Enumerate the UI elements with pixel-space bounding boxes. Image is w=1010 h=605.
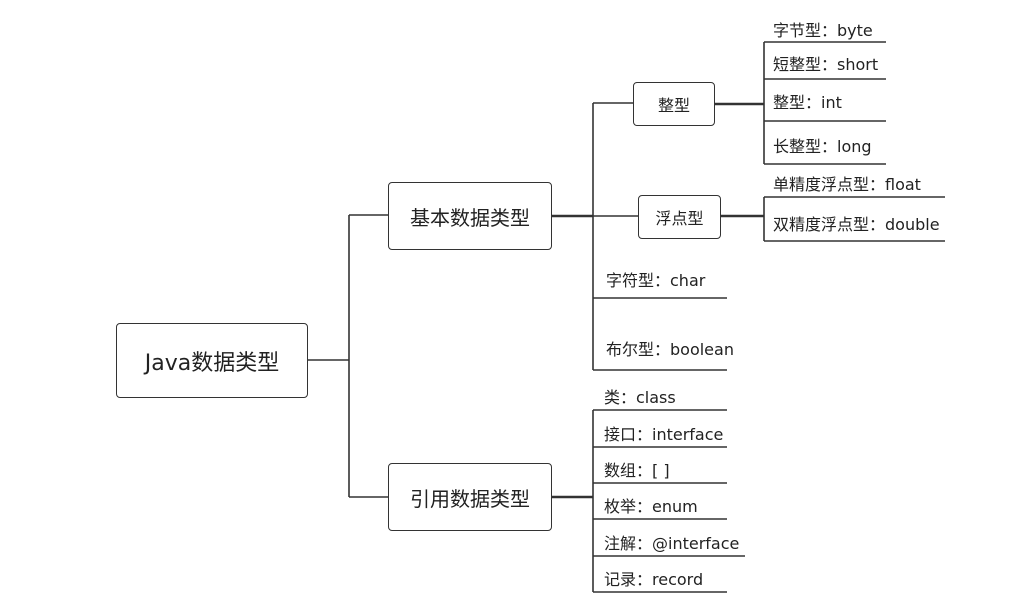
leaf-boolean: 布尔型：boolean bbox=[606, 340, 734, 359]
leaf-double: 双精度浮点型：double bbox=[773, 215, 940, 234]
leaf-record: 记录：record bbox=[604, 570, 704, 589]
root-node: Java数据类型 bbox=[116, 323, 308, 398]
float-types-node: 浮点型 bbox=[638, 195, 721, 239]
leaf-annotation: 注解：@interface bbox=[604, 534, 740, 553]
leaf-char: 字符型：char bbox=[606, 271, 706, 290]
reference-types-node: 引用数据类型 bbox=[388, 463, 552, 531]
leaf-class: 类：class bbox=[604, 388, 676, 407]
leaf-short: 短整型：short bbox=[773, 55, 879, 74]
leaf-array: 数组：[ ] bbox=[604, 461, 670, 480]
primitive-types-node: 基本数据类型 bbox=[388, 182, 552, 250]
leaf-int: 整型：int bbox=[773, 93, 842, 112]
leaf-byte: 字节型：byte bbox=[773, 21, 873, 40]
leaf-long: 长整型：long bbox=[773, 137, 872, 156]
leaf-interface: 接口：interface bbox=[604, 425, 724, 444]
integer-types-node: 整型 bbox=[633, 82, 715, 126]
leaf-float: 单精度浮点型：float bbox=[773, 175, 921, 194]
leaf-enum: 枚举：enum bbox=[604, 497, 698, 516]
